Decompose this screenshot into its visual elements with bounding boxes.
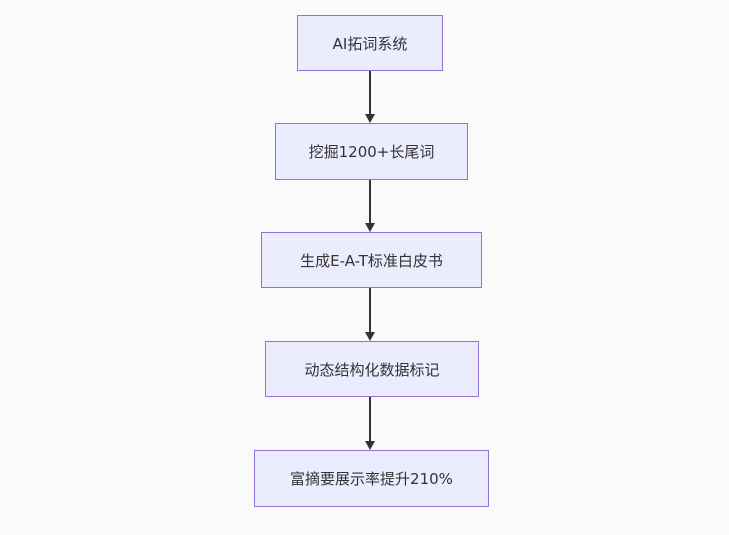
arrow-line: [369, 288, 371, 333]
arrow-head-icon: [365, 332, 375, 341]
arrow-line: [369, 397, 371, 442]
flow-node-ai-word-system: AI拓词系统: [297, 15, 443, 71]
flow-node-label: AI拓词系统: [332, 34, 408, 53]
flow-node-eat-whitepaper: 生成E-A-T标准白皮书: [261, 232, 482, 288]
arrow-head-icon: [365, 223, 375, 232]
arrow-head-icon: [365, 114, 375, 123]
flow-arrow-2: [364, 180, 376, 232]
flow-node-label: 挖掘1200+长尾词: [308, 143, 435, 161]
flow-node-longtail-keywords: 挖掘1200+长尾词: [275, 123, 468, 180]
flow-arrow-4: [364, 397, 376, 450]
arrow-line: [369, 71, 371, 115]
flow-arrow-1: [364, 71, 376, 123]
flow-arrow-3: [364, 288, 376, 341]
flow-node-rich-snippet-rate: 富摘要展示率提升210%: [254, 450, 489, 507]
flow-node-structured-data-markup: 动态结构化数据标记: [265, 341, 479, 397]
flow-node-label: 富摘要展示率提升210%: [290, 470, 453, 488]
arrow-head-icon: [365, 441, 375, 450]
arrow-line: [369, 180, 371, 224]
flow-node-label: 生成E-A-T标准白皮书: [300, 251, 443, 270]
flow-node-label: 动态结构化数据标记: [304, 360, 440, 379]
